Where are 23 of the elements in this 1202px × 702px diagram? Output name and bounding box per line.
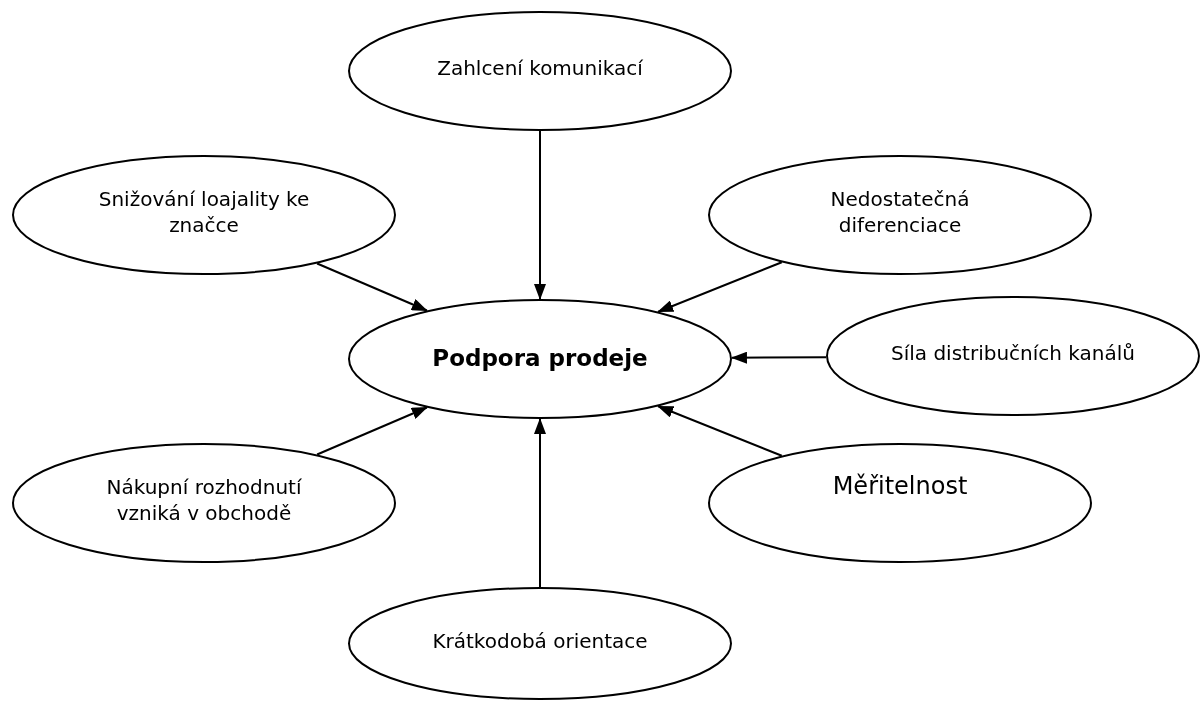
ellipse-node	[708, 155, 1092, 275]
ellipse-node	[348, 299, 732, 419]
ellipse-node	[12, 443, 396, 563]
node-label: Snižování loajality ke značce	[97, 186, 311, 238]
node-label: Krátkodobá orientace	[432, 627, 648, 654]
arrow	[316, 262, 428, 312]
node-label: Nedostatečná diferenciace	[829, 186, 971, 238]
node-label: Měřitelnost	[832, 471, 968, 503]
arrow	[534, 418, 546, 588]
ellipse-node	[348, 11, 732, 131]
arrow	[316, 406, 428, 456]
arrow	[730, 351, 828, 364]
node-label: Nákupní rozhodnutí vzniká v obchodě	[105, 474, 303, 526]
ellipse-node	[348, 587, 732, 700]
arrow	[657, 405, 783, 457]
arrow	[657, 261, 783, 313]
ellipse-node	[12, 155, 396, 275]
ellipse-node	[708, 443, 1092, 563]
node-label: Podpora prodeje	[432, 344, 648, 374]
node-label: Síla distribučních kanálů	[891, 340, 1135, 366]
node-label: Zahlcení komunikací	[437, 55, 643, 81]
ellipse-node	[826, 296, 1200, 416]
arrow	[534, 130, 546, 300]
